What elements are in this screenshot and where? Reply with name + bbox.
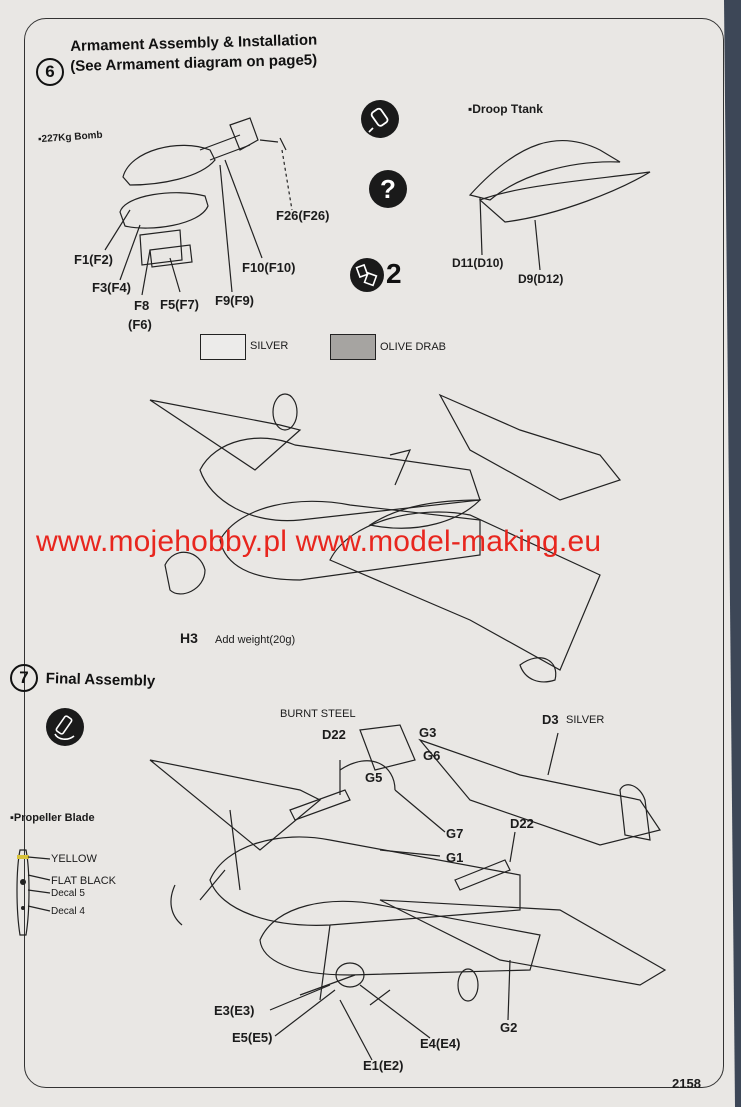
yellow-callout: YELLOW [51,853,97,865]
aircraft-step6-drawing [149,393,622,683]
glue-icon [361,100,399,138]
propeller-blade-label: ▪Propeller Blade [10,812,95,824]
part-f10-label: F10(F10) [242,260,296,275]
part-g3-label: G3 [419,725,437,740]
add-weight-note: Add weight(20g) [215,634,296,646]
part-e3-label: E3(E3) [214,1003,255,1018]
d3-silver-label: SILVER [566,714,605,726]
part-d9-label: D9(D12) [518,272,564,286]
part-g5-label: G5 [365,770,383,785]
bomb-drawing [104,117,293,296]
droop-tank-drawing [468,139,651,271]
decal-5-callout: Decal 5 [51,888,85,899]
part-g2-label: G2 [500,1020,518,1035]
part-f5-label: F5(F7) [160,297,199,312]
part-d22-left-label: D22 [322,727,346,742]
part-f26-label: F26(F26) [276,208,330,223]
silver-swatch-label: SILVER [250,340,289,352]
part-d22-right-label: D22 [510,816,534,831]
part-e1-label: E1(E2) [363,1058,404,1073]
olive-drab-swatch [330,334,376,360]
olive-drab-swatch-label: OLIVE DRAB [380,341,447,353]
page-number: 2158 [672,1076,701,1091]
page-border [24,18,724,1088]
burnt-steel-label: BURNT STEEL [280,708,356,720]
part-g7-label: G7 [446,826,464,841]
repeat-count: 2 [386,258,402,289]
repeat-assembly-icon [350,258,384,292]
question-icon: ? [369,170,407,208]
flat-black-callout: FLAT BLACK [51,875,117,887]
assembly-rotate-icon [46,708,84,746]
part-g6-label: G6 [423,748,441,763]
part-d11-label: D11(D10) [452,256,504,270]
propeller-blade-drawing [16,849,51,936]
part-d3-label: D3 [542,712,559,727]
watermark-text: www.mojehobby.pl www.model-making.eu [36,525,602,558]
aircraft-step7-drawing [149,724,667,1061]
part-f1-label: F1(F2) [74,252,113,267]
step-title-7: Final Assembly [45,670,156,690]
part-f9-label: F9(F9) [215,293,254,308]
part-f8-label: F8 [134,298,150,313]
step-number-6: 6 [36,58,64,86]
part-e5-label: E5(E5) [232,1030,273,1045]
silver-swatch [200,334,246,360]
part-f3-label: F3(F4) [92,280,131,295]
part-h3-label: H3 [180,630,198,646]
droop-tank-label: ▪Droop Ttank [468,102,543,116]
part-g1-label: G1 [446,850,464,865]
step-number-7: 7 [10,664,38,692]
part-e4-label: E4(E4) [420,1036,461,1051]
part-f6-label: (F6) [128,317,152,332]
decal-4-callout: Decal 4 [51,906,85,917]
